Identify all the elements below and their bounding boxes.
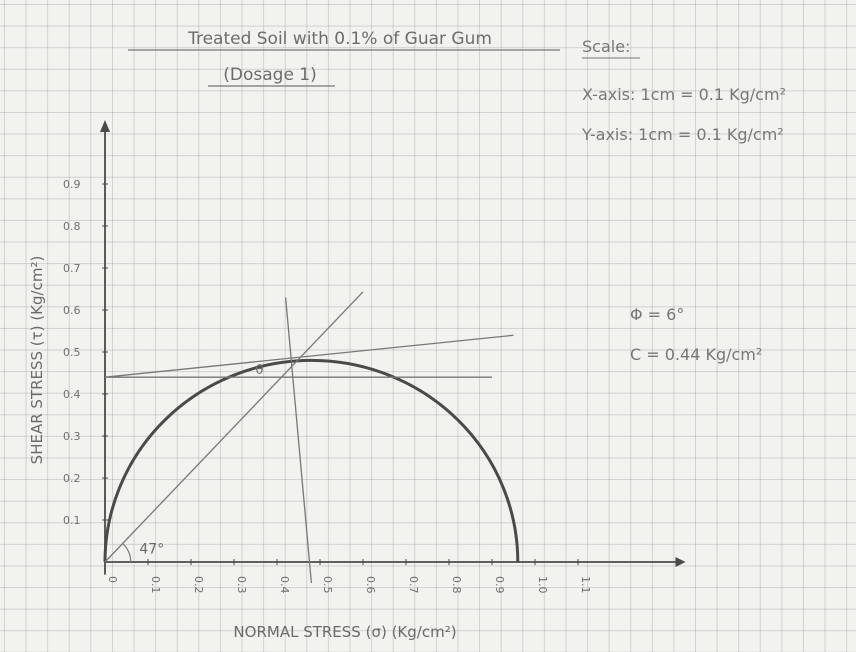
y-axis-arrow [100, 120, 110, 132]
chart-subtitle: (Dosage 1) [223, 65, 317, 85]
x-tick-label: 0.1 [149, 576, 162, 594]
x-tick-label: 0.6 [364, 576, 377, 594]
y-axis-label: SHEAR STRESS (τ) (Kg/cm²) [28, 256, 46, 465]
angle-arc [121, 542, 132, 563]
scale-y-axis: Y-axis: 1cm = 0.1 Kg/cm² [581, 125, 784, 144]
scale-x-axis: X-axis: 1cm = 0.1 Kg/cm² [582, 85, 786, 104]
y-tick-label: 0.3 [63, 430, 81, 443]
x-tick-label: 0 [106, 576, 119, 583]
x-tick-label: 0.7 [407, 576, 420, 594]
theta-label: θ [256, 363, 264, 378]
plot-area: 47° θ [100, 120, 686, 584]
normal-line [284, 297, 313, 584]
y-tick-label: 0.8 [63, 220, 81, 233]
result-cohesion: C = 0.44 Kg/cm² [630, 345, 762, 364]
scale-heading: Scale: [582, 37, 630, 56]
x-tick-label: 0.4 [278, 576, 291, 594]
y-tick-label: 0.6 [63, 304, 81, 317]
result-phi: Φ = 6° [630, 305, 684, 324]
failure-envelope [104, 334, 514, 378]
x-tick-label: 0.8 [450, 576, 463, 594]
x-axis-arrow [675, 557, 686, 567]
y-tick-label: 0.2 [63, 472, 81, 485]
y-tick-label: 0.9 [63, 178, 81, 191]
y-tick-label: 0.4 [63, 388, 81, 401]
y-tick-label: 0.1 [63, 514, 81, 527]
chart-title: Treated Soil with 0.1% of Guar Gum [187, 29, 492, 49]
x-axis-label: NORMAL STRESS (σ) (Kg/cm²) [233, 623, 456, 641]
angle-label: 47° [139, 542, 164, 558]
x-tick-labels: 0 0.1 0.2 0.3 0.4 0.5 0.6 0.7 0.8 0.9 1.0 1.1 [104, 559, 592, 594]
y-tick-label: 0.5 [63, 346, 81, 359]
mohr-circle [103, 358, 520, 563]
x-tick-label: 1.1 [579, 576, 592, 594]
x-tick-label: 0.3 [235, 576, 248, 594]
x-tick-label: 0.2 [192, 576, 205, 594]
y-tick-label: 0.7 [63, 262, 81, 275]
x-tick-label: 1.0 [536, 576, 549, 594]
x-tick-label: 0.9 [493, 576, 506, 594]
origin-line [104, 291, 364, 563]
x-tick-label: 0.5 [321, 576, 334, 594]
y-tick-labels: 0.1 0.2 0.3 0.4 0.5 0.6 0.7 0.8 0.9 [63, 178, 108, 527]
